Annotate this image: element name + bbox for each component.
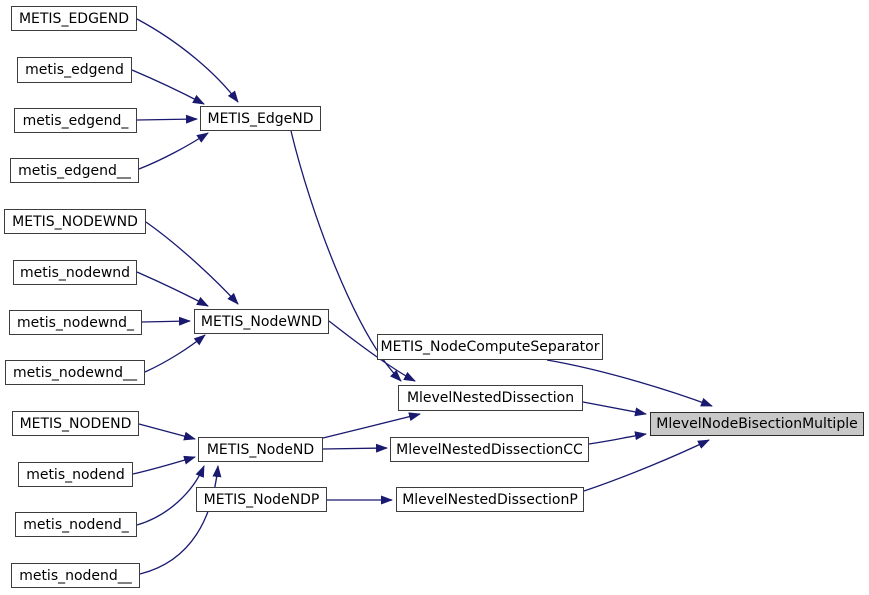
node-metis-nodewnd-underscore[interactable]: metis_nodewnd_ bbox=[9, 310, 142, 335]
node-metis-nodend-dbl-underscore[interactable]: metis_nodend__ bbox=[11, 563, 140, 588]
edge-metis-nodend-u2-to-metis-nodend-fn bbox=[139, 465, 222, 575]
edge-mlevelnesteddissection-to-mlevelnodebisectionmultiple bbox=[582, 401, 647, 417]
edge-metis-nodend-caps-to-metis-nodend-fn bbox=[138, 423, 196, 441]
node-metis-edgend-uppercase[interactable]: METIS_EDGEND bbox=[11, 6, 137, 31]
node-metis-nodend-uppercase[interactable]: METIS_NODEND bbox=[12, 411, 139, 436]
node-mlevelnesteddissectioncc[interactable]: MlevelNestedDissectionCC bbox=[390, 437, 589, 462]
edge-metis-nodewnd-caps-to-metis-nodewnd-fn bbox=[145, 221, 239, 305]
edge-metis-edgend-u1-to-metis-edgend-fn bbox=[136, 114, 198, 124]
edge-mlevelnesteddissectionp-to-mlevelnodebisectionmultiple bbox=[583, 439, 710, 492]
edge-metis-nodewnd-u1-to-metis-nodewnd-fn bbox=[141, 316, 191, 326]
node-metis-nodewnd-dbl-underscore[interactable]: metis_nodewnd__ bbox=[5, 360, 145, 385]
edge-metis-nodend-to-metis-nodend-fn bbox=[132, 455, 196, 475]
node-metis-nodendp[interactable]: METIS_NodeNDP bbox=[196, 487, 327, 512]
edge-metis-nodewnd-u2-to-metis-nodewnd-fn bbox=[144, 334, 206, 373]
node-metis-edgend-dbl-underscore[interactable]: metis_edgend__ bbox=[10, 158, 139, 183]
node-metis-nodend-fn[interactable]: METIS_NodeND bbox=[198, 437, 323, 462]
node-metis-edgend-underscore[interactable]: metis_edgend_ bbox=[14, 108, 137, 133]
node-mlevelnesteddissectionp[interactable]: MlevelNestedDissectionP bbox=[396, 487, 584, 512]
edge-metis-edgend-u2-to-metis-edgend-fn bbox=[138, 132, 209, 170]
node-metis-nodend[interactable]: metis_nodend bbox=[18, 462, 133, 487]
edge-metis-nodend-u1-to-metis-nodend-fn bbox=[136, 465, 205, 526]
node-metis-edgend[interactable]: metis_edgend bbox=[17, 57, 132, 83]
node-metis-edgend-fn[interactable]: METIS_EdgeND bbox=[200, 106, 321, 131]
node-metis-nodecomputeseparator[interactable]: METIS_NodeComputeSeparator bbox=[377, 334, 603, 360]
edge-metis-edgend-caps-to-metis-edgend-fn bbox=[136, 18, 239, 103]
node-metis-nodewnd[interactable]: metis_nodewnd bbox=[13, 260, 137, 285]
node-metis-nodewnd-fn[interactable]: METIS_NodeWND bbox=[194, 309, 329, 334]
node-mlevelnodebisectionmultiple-highlighted: MlevelNodeBisectionMultiple bbox=[650, 412, 864, 436]
node-mlevelnesteddissection[interactable]: MlevelNestedDissection bbox=[398, 385, 583, 411]
edge-mlevelnesteddissectioncc-to-mlevelnodebisectionmultiple bbox=[588, 431, 647, 445]
edge-metis-nodend-fn-to-mlevelnesteddissectioncc bbox=[322, 443, 388, 453]
edge-metis-edgend-to-metis-edgend-fn bbox=[131, 69, 205, 105]
edge-metis-nodend-fn-to-mlevelnesteddissection bbox=[322, 412, 421, 439]
node-metis-nodend-underscore[interactable]: metis_nodend_ bbox=[15, 512, 137, 537]
edge-metis-nodewnd-to-metis-nodewnd-fn bbox=[136, 271, 209, 307]
node-metis-nodewnd-uppercase[interactable]: METIS_NODEWND bbox=[4, 209, 146, 234]
